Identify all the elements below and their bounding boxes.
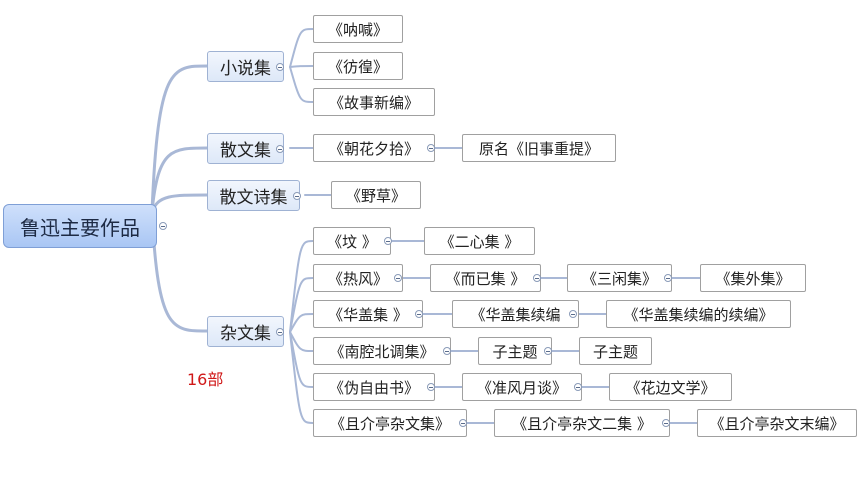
connector-line — [289, 28, 314, 68]
work-node[interactable]: 《集外集》 — [700, 264, 806, 292]
work-node[interactable]: 《三闲集》 — [567, 264, 672, 292]
work-node[interactable]: 《彷徨》 — [313, 52, 403, 80]
collapse-toggle-icon[interactable] — [427, 144, 435, 152]
work-node[interactable]: 《且介亭杂文集》 — [313, 409, 467, 437]
work-node[interactable]: 《南腔北调集》 — [313, 337, 451, 365]
work-node[interactable]: 《故事新编》 — [313, 88, 435, 116]
subtopic-node[interactable]: 子主题 — [478, 337, 552, 365]
category-novel[interactable]: 小说集 — [207, 51, 284, 82]
work-node[interactable]: 《朝花夕拾》 — [313, 134, 435, 162]
work-node[interactable]: 《且介亭杂文二集 》 — [494, 409, 670, 437]
work-node[interactable]: 《华盖集 》 — [313, 300, 423, 328]
connector-line — [150, 146, 209, 214]
work-node[interactable]: 《呐喊》 — [313, 15, 403, 43]
work-node[interactable]: 《且介亭杂文末编》 — [697, 409, 857, 437]
count-annotation: 16部 — [187, 370, 224, 389]
collapse-toggle-icon[interactable] — [159, 222, 167, 230]
work-node[interactable]: 《花边文学》 — [609, 373, 732, 401]
work-node[interactable]: 《伪自由书》 — [313, 373, 435, 401]
collapse-toggle-icon[interactable] — [544, 347, 552, 355]
category-prose[interactable]: 散文集 — [207, 133, 284, 164]
connector-line — [150, 64, 209, 214]
work-node[interactable]: 《野草》 — [331, 181, 421, 209]
collapse-toggle-icon[interactable] — [662, 419, 670, 427]
collapse-toggle-icon[interactable] — [664, 274, 672, 282]
connector-line — [289, 331, 314, 352]
connector-line — [289, 240, 314, 333]
connector-line — [289, 65, 314, 68]
connector-line — [289, 66, 314, 103]
root-node[interactable]: 鲁迅主要作品 — [3, 204, 157, 248]
collapse-toggle-icon[interactable] — [533, 274, 541, 282]
work-node[interactable]: 《而已集 》 — [430, 264, 541, 292]
work-node[interactable]: 《准风月谈》 — [462, 373, 582, 401]
subtopic-node[interactable]: 子主题 — [579, 337, 652, 365]
work-node[interactable]: 《坟 》 — [313, 227, 391, 255]
collapse-toggle-icon[interactable] — [569, 310, 577, 318]
collapse-toggle-icon[interactable] — [276, 145, 284, 153]
collapse-toggle-icon[interactable] — [384, 237, 392, 245]
collapse-toggle-icon[interactable] — [415, 310, 423, 318]
connector-line — [150, 193, 209, 214]
collapse-toggle-icon[interactable] — [443, 347, 451, 355]
category-prose-poem[interactable]: 散文诗集 — [207, 180, 300, 211]
category-essay[interactable]: 杂文集 — [207, 316, 284, 347]
connector-line — [289, 313, 314, 333]
collapse-toggle-icon[interactable] — [459, 419, 467, 427]
alias-node[interactable]: 原名《旧事重提》 — [462, 134, 616, 162]
connector-line — [150, 210, 209, 333]
collapse-toggle-icon[interactable] — [394, 274, 402, 282]
collapse-toggle-icon[interactable] — [427, 383, 435, 391]
collapse-toggle-icon[interactable] — [276, 63, 284, 71]
connector-line — [289, 331, 314, 424]
connector-line — [289, 277, 314, 333]
collapse-toggle-icon[interactable] — [293, 192, 301, 200]
work-node[interactable]: 《华盖集续编的续编》 — [606, 300, 791, 328]
work-node[interactable]: 《热风》 — [313, 264, 403, 292]
work-node[interactable]: 《二心集 》 — [424, 227, 535, 255]
work-node[interactable]: 《华盖集续编 — [452, 300, 579, 328]
collapse-toggle-icon[interactable] — [276, 328, 284, 336]
collapse-toggle-icon[interactable] — [574, 383, 582, 391]
